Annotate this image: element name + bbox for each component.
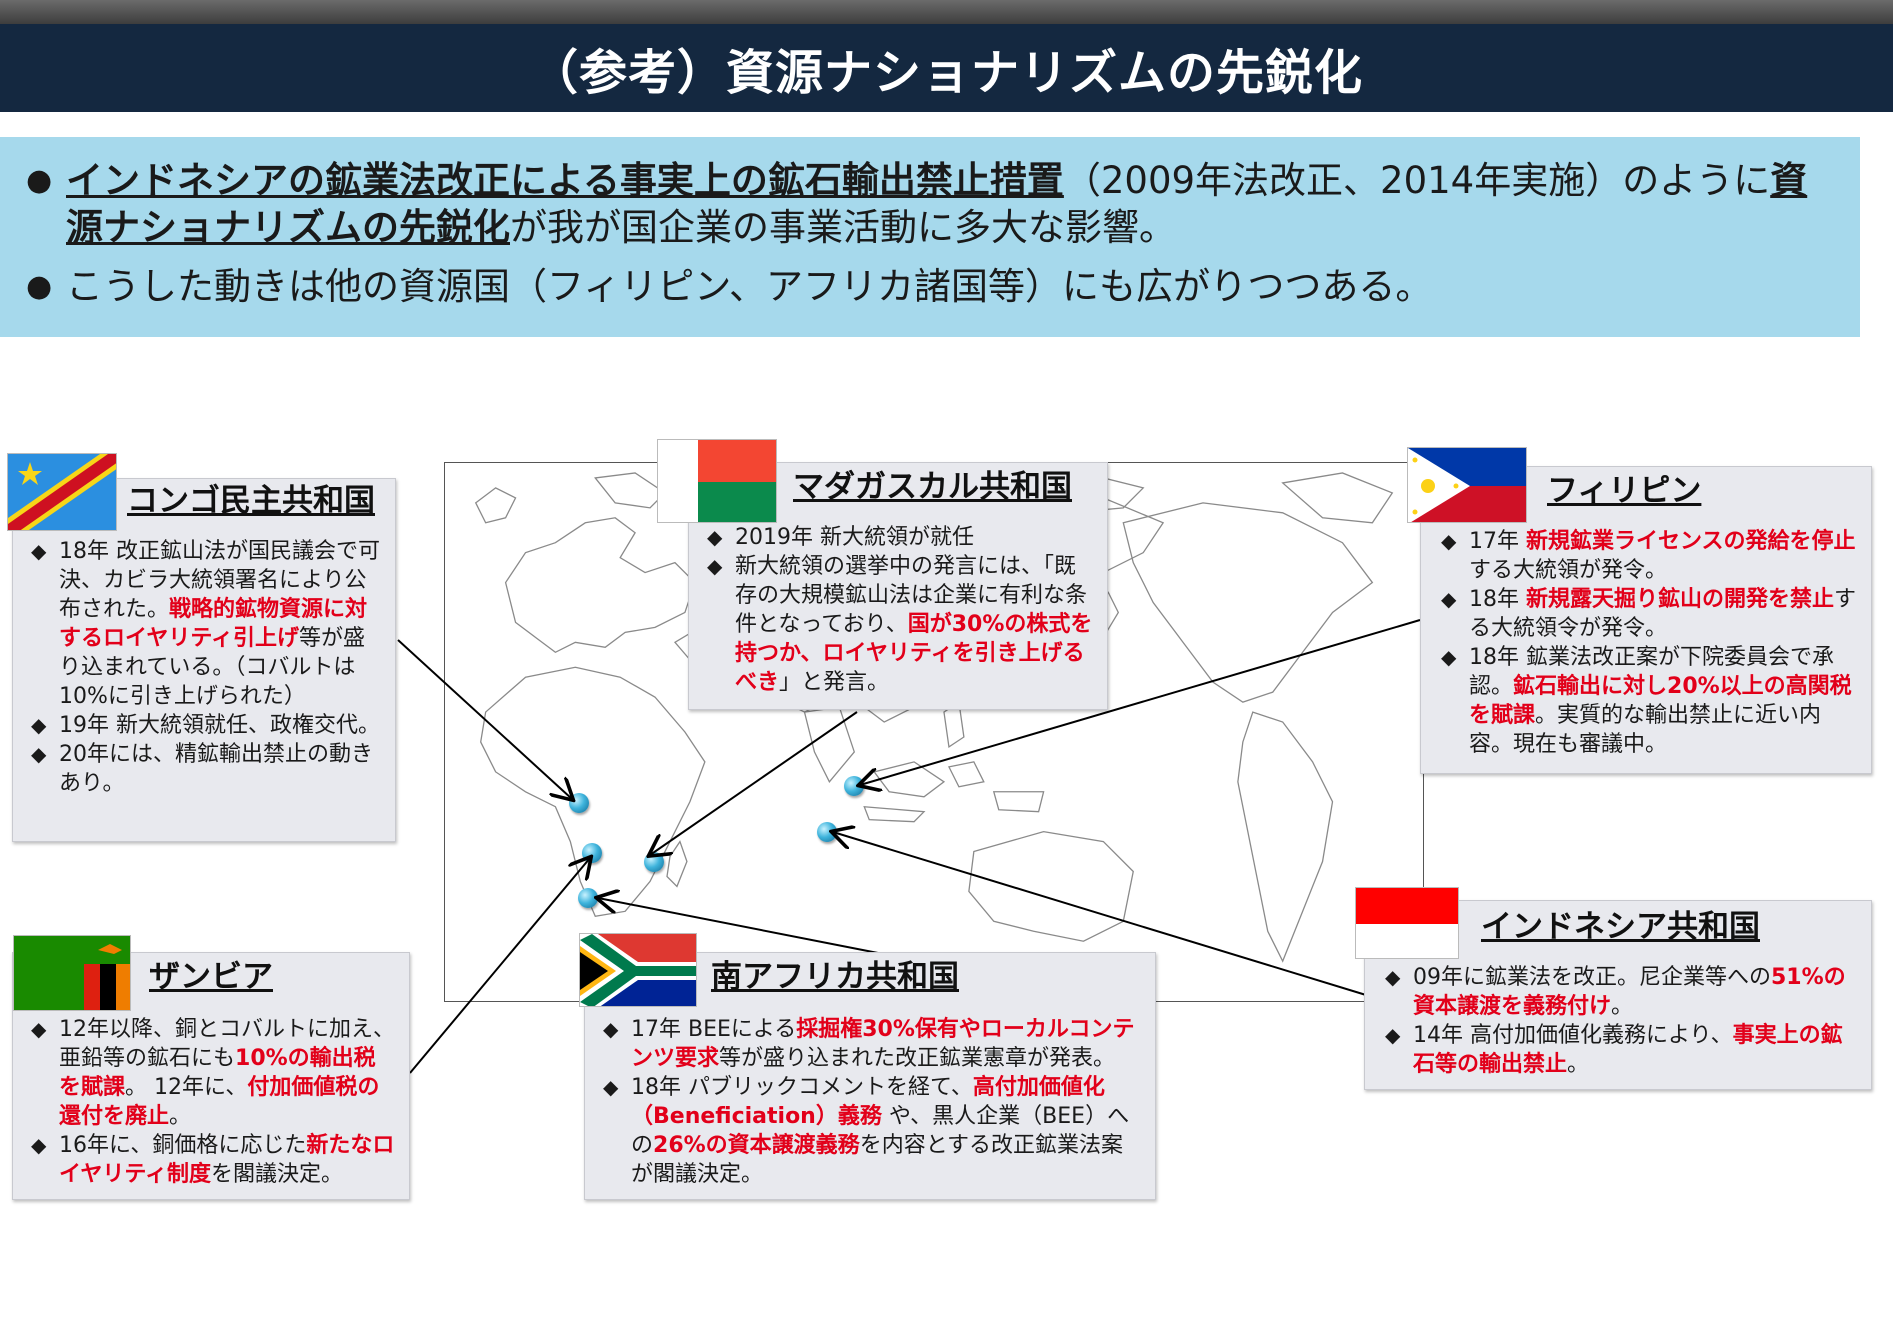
list-item: 17年 新規鉱業ライセンスの発給を停止する大統領が発令。 xyxy=(1441,527,1857,585)
title-bar: （参考）資源ナショナリズムの先鋭化 xyxy=(0,24,1893,112)
map-pin-philippines xyxy=(844,776,864,796)
summary-text: こうした動きは他の資源国（フィリピン、アフリカ諸国等）にも広がりつつある。 xyxy=(66,265,1433,308)
bullet-dot-icon: ● xyxy=(26,163,53,198)
list-item: 2019年 新大統領が就任 xyxy=(707,523,1093,552)
list-item: 18年 新規露天掘り鉱山の開発を禁止する大統領令が発令。 xyxy=(1441,585,1857,643)
summary-bullet-1: ● インドネシアの鉱業法改正による事実上の鉱石輸出禁止措置（2009年法改正、2… xyxy=(26,157,1830,251)
list-item: 16年に、銅価格に応じた新たなロイヤリティ制度を閣議決定。 xyxy=(31,1131,395,1189)
southafrica-flag-icon xyxy=(579,933,697,1007)
list-item: 19年 新大統領就任、政権交代。 xyxy=(31,711,381,740)
card-congo: コンゴ民主共和国 18年 改正鉱山法が国民議会で可決、カビラ大統領署名により公布… xyxy=(7,453,396,842)
card-indonesia: インドネシア共和国 09年に鉱業法を改正。尼企業等への51%の資本譲渡を義務付け… xyxy=(1355,887,1872,1090)
card-title-congo: コンゴ民主共和国 xyxy=(127,483,375,519)
page-title: （参考）資源ナショナリズムの先鋭化 xyxy=(529,45,1363,101)
congo-flag-icon xyxy=(7,453,117,531)
card-title-zambia: ザンビア xyxy=(149,959,273,995)
map-pin-zambia xyxy=(582,843,602,863)
card-title-indonesia: インドネシア共和国 xyxy=(1481,909,1760,945)
list-item: 12年以降、銅とコバルトに加え、亜鉛等の鉱石にも10%の輸出税を賦課。 12年に… xyxy=(31,1015,395,1131)
card-zambia: ザンビア 12年以降、銅とコバルトに加え、亜鉛等の鉱石にも10%の輸出税を賦課。… xyxy=(12,935,410,1200)
philippines-flag-icon xyxy=(1407,447,1527,523)
card-title-southafrica: 南アフリカ共和国 xyxy=(711,959,959,995)
list-item: 14年 高付加価値化義務により、事実上の鉱石等の輸出禁止。 xyxy=(1385,1021,1857,1079)
card-title-madagascar: マダガスカル共和国 xyxy=(793,469,1072,505)
summary-box: ● インドネシアの鉱業法改正による事実上の鉱石輸出禁止措置（2009年法改正、2… xyxy=(0,137,1860,337)
map-pin-madagascar xyxy=(644,852,664,872)
list-item: 18年 改正鉱山法が国民議会で可決、カビラ大統領署名により公布された。戦略的鉱物… xyxy=(31,537,381,711)
map-pin-southafrica xyxy=(578,888,598,908)
summary-bullet-2: ● こうした動きは他の資源国（フィリピン、アフリカ諸国等）にも広がりつつある。 xyxy=(26,263,1830,310)
bullet-dot-icon: ● xyxy=(26,269,53,304)
summary-emphasis: 資源ナショナリズムの先鋭化 xyxy=(66,159,1808,249)
list-item: 17年 BEEによる採掘権30%保有やローカルコンテンツ要求等が盛り込まれた改正… xyxy=(603,1015,1141,1073)
summary-text: が我が国企業の事業活動に多大な影響。 xyxy=(510,206,1176,249)
summary-text: （2009年法改正、2014年実施）のように xyxy=(1063,159,1771,202)
card-philippines: フィリピン 17年 新規鉱業ライセンスの発給を停止する大統領が発令。 18年 新… xyxy=(1407,447,1872,774)
card-madagascar: マダガスカル共和国 2019年 新大統領が就任 新大統領の選挙中の発言には、「既… xyxy=(657,439,1108,710)
card-southafrica: 南アフリカ共和国 17年 BEEによる採掘権30%保有やローカルコンテンツ要求等… xyxy=(579,933,1156,1200)
indonesia-flag-icon xyxy=(1355,887,1459,959)
list-item: 09年に鉱業法を改正。尼企業等への51%の資本譲渡を義務付け。 xyxy=(1385,963,1857,1021)
zambia-flag-icon xyxy=(13,935,131,1011)
top-strip xyxy=(0,0,1893,24)
list-item: 18年 パブリックコメントを経て、高付加価値化（Beneficiation）義務… xyxy=(603,1073,1141,1189)
map-pin-congo xyxy=(569,793,589,813)
card-title-philippines: フィリピン xyxy=(1547,473,1702,509)
summary-emphasis: インドネシアの鉱業法改正による事実上の鉱石輸出禁止措置 xyxy=(66,159,1064,202)
madagascar-flag-icon xyxy=(657,439,777,523)
list-item: 20年には、精鉱輸出禁止の動きあり。 xyxy=(31,740,381,798)
list-item: 新大統領の選挙中の発言には、「既存の大規模鉱山法は企業に有利な条件となっており、… xyxy=(707,552,1093,697)
map-pin-indonesia xyxy=(817,822,837,842)
list-item: 18年 鉱業法改正案が下院委員会で承認。鉱石輸出に対し20%以上の高関税を賦課。… xyxy=(1441,643,1857,759)
